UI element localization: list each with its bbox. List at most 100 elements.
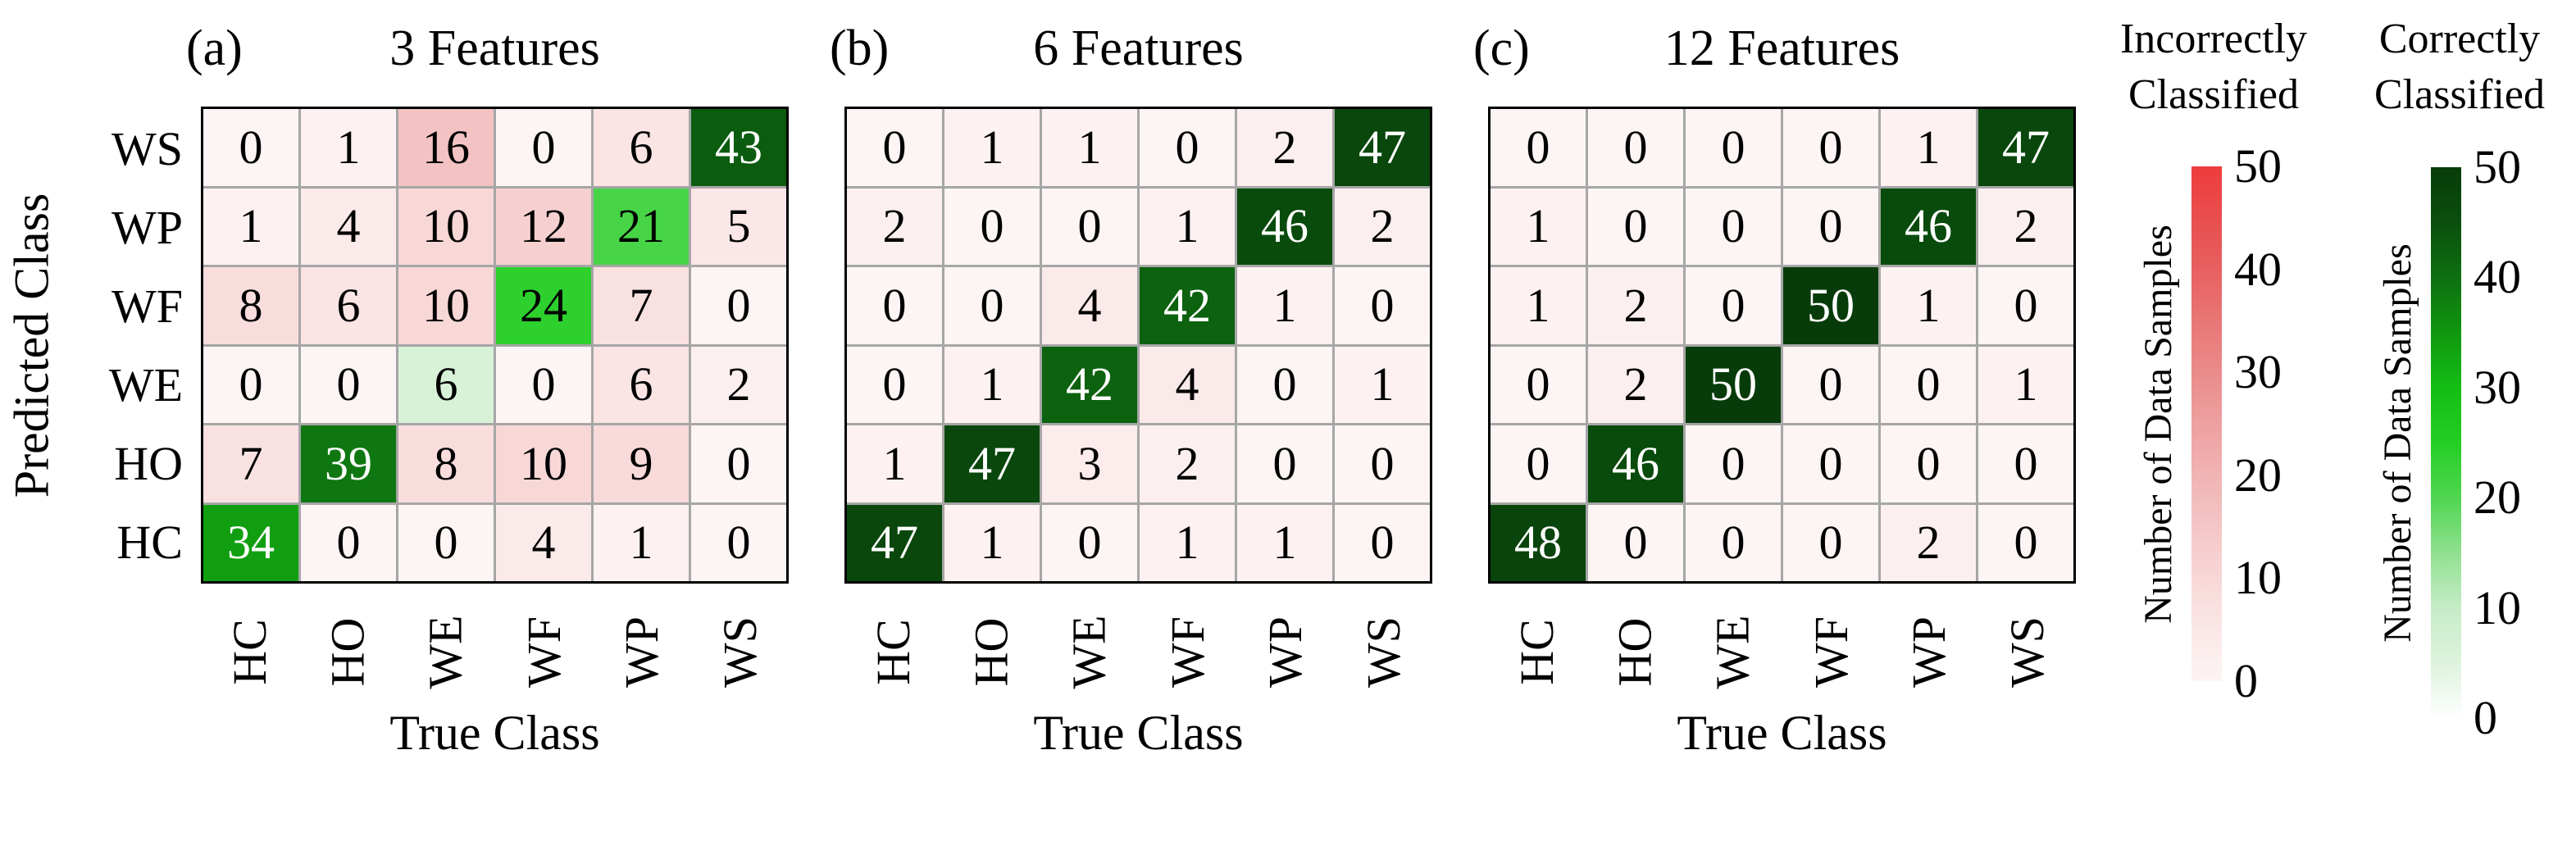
colorbar-tick-label: 0 (2474, 691, 2497, 744)
matrix-cell: 1 (1491, 267, 1586, 344)
matrix-cell: 7 (203, 425, 298, 502)
matrix-cell: 1 (1335, 346, 1430, 423)
panel-title-c: 12 Features (1663, 20, 1900, 76)
colorbar-tick-label: 30 (2474, 360, 2521, 414)
col-label-text: WF (1804, 616, 1858, 688)
matrix-cell: 2 (1237, 109, 1332, 186)
col-label-text: WF (517, 616, 571, 688)
matrix-cell: 0 (1491, 425, 1586, 502)
matrix-cell: 0 (1042, 504, 1137, 581)
matrix-cell: 1 (1491, 188, 1586, 265)
matrix-cell: 1 (847, 425, 942, 502)
colorbar-title-line2: Classified (2374, 70, 2545, 118)
matrix-cell: 1 (1237, 504, 1332, 581)
matrix-cell: 0 (1686, 425, 1781, 502)
colorbar-tick-label: 40 (2474, 250, 2521, 304)
matrix-cell: 4 (496, 504, 591, 581)
matrix-cell: 39 (301, 425, 396, 502)
matrix-cell: 46 (1881, 188, 1976, 265)
matrix-cell: 34 (203, 504, 298, 581)
matrix-cell: 4 (1042, 267, 1137, 344)
matrix-cell: 2 (847, 188, 942, 265)
matrix-cell: 0 (1237, 425, 1332, 502)
matrix-cell: 0 (1686, 109, 1781, 186)
matrix-cell: 6 (301, 267, 396, 344)
matrix-cell: 48 (1491, 504, 1586, 581)
matrix-cell: 0 (496, 109, 591, 186)
colorbar-tick-label: 40 (2234, 242, 2282, 296)
col-label: WE (397, 587, 494, 716)
col-label: HO (943, 587, 1040, 716)
matrix-cell: 0 (1978, 267, 2073, 344)
row-label: WS (112, 121, 183, 175)
col-label-text: HC (1509, 618, 1563, 685)
col-label: WS (691, 587, 789, 716)
matrix-cell: 0 (1686, 504, 1781, 581)
matrix-cell: 8 (203, 267, 298, 344)
matrix-cell: 0 (1881, 425, 1976, 502)
matrix-cell: 0 (1783, 346, 1878, 423)
col-label-text: HO (964, 617, 1018, 686)
panel-title-b: 6 Features (1033, 20, 1244, 76)
colorbar-tick-label: 20 (2474, 471, 2521, 525)
matrix-cell: 0 (1491, 109, 1586, 186)
col-label-text: WE (1062, 614, 1116, 689)
matrix-cell: 2 (1335, 188, 1430, 265)
col-label: WF (1782, 587, 1880, 716)
matrix-cell: 47 (1978, 109, 2073, 186)
matrix-cell: 4 (301, 188, 396, 265)
matrix-cell: 1 (203, 188, 298, 265)
colorbar-tick-label: 50 (2234, 139, 2282, 193)
col-label: WP (1236, 587, 1334, 716)
matrix-cell: 0 (1783, 425, 1878, 502)
matrix-cell: 0 (1140, 109, 1235, 186)
colorbar-title: Incorrectly Classified (2087, 11, 2341, 122)
col-label: WE (1684, 587, 1782, 716)
matrix-cell: 0 (1783, 109, 1878, 186)
matrix-cell: 7 (594, 267, 689, 344)
matrix-cell: 4 (1140, 346, 1235, 423)
matrix-cell: 24 (496, 267, 591, 344)
col-label-text: WS (1356, 616, 1410, 688)
matrix-cell: 0 (1335, 425, 1430, 502)
row-label: WP (112, 200, 183, 254)
matrix-cell: 21 (594, 188, 689, 265)
col-label: HC (201, 587, 298, 716)
matrix-cell: 8 (398, 425, 494, 502)
matrix-cell: 0 (1783, 188, 1878, 265)
matrix-cell: 1 (1042, 109, 1137, 186)
x-axis-label: True Class (1677, 706, 1887, 760)
panel-title-a: 3 Features (389, 20, 600, 76)
col-label-text: WP (1258, 616, 1312, 688)
matrix-cell: 0 (203, 346, 298, 423)
matrix-cell: 1 (594, 504, 689, 581)
matrix-cell: 0 (847, 267, 942, 344)
matrix-cell: 2 (1881, 504, 1976, 581)
matrix-cell: 10 (496, 425, 591, 502)
row-label: HC (116, 515, 183, 569)
matrix-cell: 1 (944, 109, 1040, 186)
matrix-cell: 42 (1042, 346, 1137, 423)
colorbar-tick-label: 50 (2474, 140, 2521, 193)
col-label: WS (1335, 587, 1432, 716)
matrix-cell: 1 (301, 109, 396, 186)
matrix-cell: 0 (1783, 504, 1878, 581)
matrix-cell: 0 (1686, 267, 1781, 344)
x-axis-label: True Class (1033, 706, 1244, 760)
matrix-cell: 0 (1686, 188, 1781, 265)
matrix-cell: 6 (398, 346, 494, 423)
col-label: WS (1978, 587, 2076, 716)
matrix-cell: 0 (301, 504, 396, 581)
matrix-cell: 1 (944, 504, 1040, 581)
matrix-cell: 43 (691, 109, 786, 186)
matrix-cell: 2 (1588, 346, 1683, 423)
